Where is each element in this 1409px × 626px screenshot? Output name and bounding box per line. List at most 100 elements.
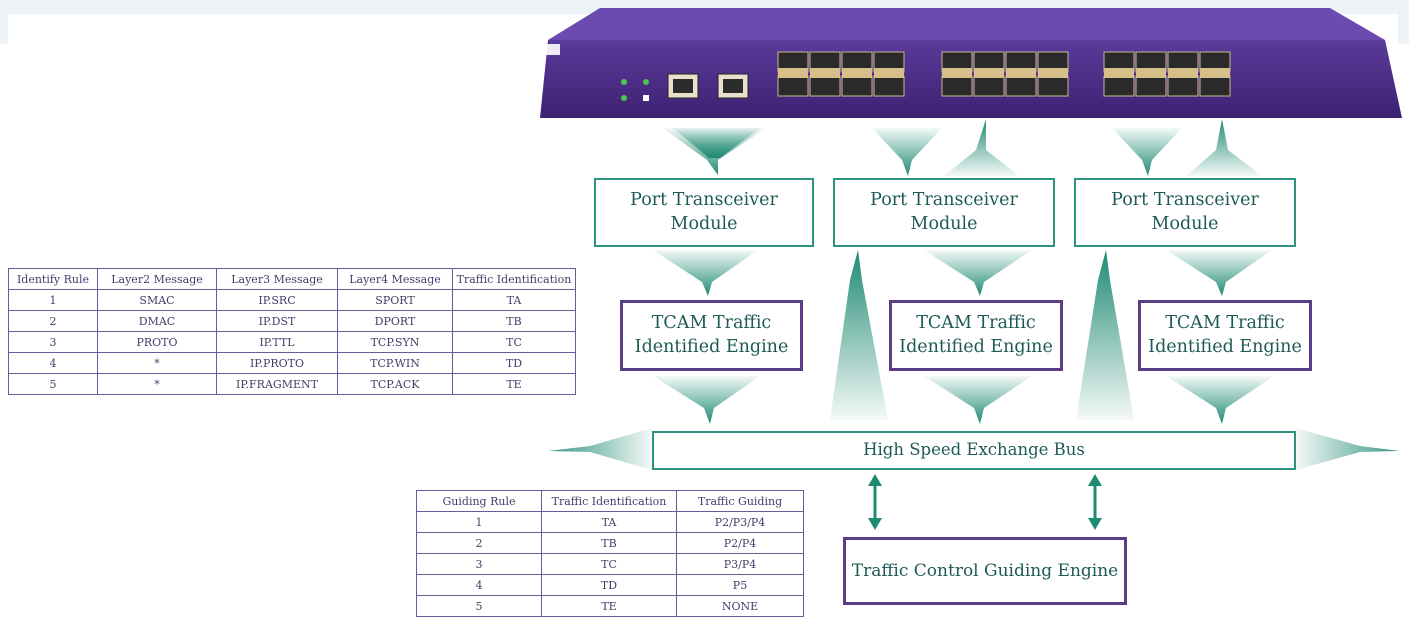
table-cell: NONE: [676, 595, 804, 617]
sfp-led-strip: [874, 68, 904, 78]
sfp-port-icon: [1135, 75, 1167, 97]
table-cell: 1: [416, 511, 542, 533]
table-cell: TCP.SYN: [337, 331, 453, 353]
tcam-line2: Identified Engine: [899, 336, 1053, 357]
sfp-led-strip: [842, 68, 872, 78]
sfp-port-icon: [873, 75, 905, 97]
sfp-led-strip: [1136, 68, 1166, 78]
port-transceiver-module-2: Port Transceiver Module: [833, 178, 1055, 247]
tcam-engine-2: TCAM Traffic Identified Engine: [889, 300, 1063, 371]
sfp-led-strip: [1200, 68, 1230, 78]
table-cell: TC: [452, 331, 576, 353]
sfp-port-icon: [809, 75, 841, 97]
sfp-port-icon: [777, 75, 809, 97]
led-icon: [621, 95, 627, 101]
table-header: Layer4 Message: [337, 268, 453, 290]
tcam-line2: Identified Engine: [634, 336, 789, 357]
tcam-engine-3: TCAM Traffic Identified Engine: [1138, 300, 1312, 371]
led-icon: [643, 95, 649, 101]
right-band: [1398, 14, 1409, 44]
table-cell: 5: [416, 595, 542, 617]
arrows: [548, 119, 1400, 530]
tcam-line1: TCAM Traffic: [916, 312, 1036, 333]
sfp-led-strip: [1006, 68, 1036, 78]
table-cell: IP.PROTO: [216, 352, 338, 374]
table-cell: 4: [416, 574, 542, 596]
table-cell: TA: [452, 289, 576, 311]
table-cell: 2: [416, 532, 542, 554]
table-cell: IP.SRC: [216, 289, 338, 311]
sfp-led-strip: [974, 68, 1004, 78]
table-cell: SPORT: [337, 289, 453, 311]
table-cell: DMAC: [97, 310, 217, 332]
table-cell: TC: [541, 553, 677, 575]
traffic-control-guiding-engine: Traffic Control Guiding Engine: [843, 537, 1127, 605]
tcam-engine-1: TCAM Traffic Identified Engine: [620, 300, 803, 371]
table-header-row: Guiding Rule Traffic Identification Traf…: [416, 490, 804, 512]
sfp-port-icon: [941, 75, 973, 97]
high-speed-exchange-bus: High Speed Exchange Bus: [652, 431, 1296, 470]
sfp-led-strip: [810, 68, 840, 78]
tcam-line1: TCAM Traffic: [1165, 312, 1285, 333]
table-cell: 3: [8, 331, 98, 353]
table-header: Guiding Rule: [416, 490, 542, 512]
module-label: Port Transceiver Module: [870, 189, 1018, 234]
table-cell: TCP.WIN: [337, 352, 453, 374]
sfp-led-strip: [1104, 68, 1134, 78]
table-cell: P3/P4: [676, 553, 804, 575]
table-cell: P2/P4: [676, 532, 804, 554]
table-cell: PROTO: [97, 331, 217, 353]
sfp-port-icon: [1037, 75, 1069, 97]
sfp-led-strip: [1038, 68, 1068, 78]
table-cell: 3: [416, 553, 542, 575]
table-cell: TB: [541, 532, 677, 554]
table-header: Layer2 Message: [97, 268, 217, 290]
sfp-port-icon: [1103, 75, 1135, 97]
table-header: Traffic Guiding: [676, 490, 804, 512]
led-icon: [643, 79, 649, 85]
table-cell: TD: [452, 352, 576, 374]
tcam-line2: Identified Engine: [1148, 336, 1302, 357]
device-panel: [540, 8, 1402, 118]
table-header: Traffic Identification: [541, 490, 677, 512]
control-engine-label: Traffic Control Guiding Engine: [851, 560, 1119, 581]
table-cell: 1: [8, 289, 98, 311]
table-cell: 5: [8, 373, 98, 395]
module-label: Port Transceiver Module: [630, 189, 778, 234]
table-header: Layer3 Message: [216, 268, 338, 290]
port-transceiver-module-1: Port Transceiver Module: [594, 178, 814, 247]
table-cell: 2: [8, 310, 98, 332]
port-transceiver-module-3: Port Transceiver Module: [1074, 178, 1296, 247]
sfp-port-icon: [1005, 75, 1037, 97]
table-cell: DPORT: [337, 310, 453, 332]
table-cell: IP.TTL: [216, 331, 338, 353]
table-cell: SMAC: [97, 289, 217, 311]
table-header: Traffic Identification: [452, 268, 576, 290]
sfp-port-icon: [841, 75, 873, 97]
sfp-port-icon: [1199, 75, 1231, 97]
table-cell: 4: [8, 352, 98, 374]
table-cell: P2/P3/P4: [676, 511, 804, 533]
guiding-rule-table: Guiding Rule Traffic Identification Traf…: [416, 490, 804, 617]
table-cell: IP.DST: [216, 310, 338, 332]
sfp-port-icon: [1167, 75, 1199, 97]
led-icon: [621, 79, 627, 85]
module-label: Port Transceiver Module: [1111, 189, 1259, 234]
table-cell: TE: [452, 373, 576, 395]
table-cell: *: [97, 352, 217, 374]
sfp-port-icon: [973, 75, 1005, 97]
left-band: [0, 14, 8, 44]
table-cell: TD: [541, 574, 677, 596]
table-header: Identify Rule: [8, 268, 98, 290]
table-header-row: Identify Rule Layer2 Message Layer3 Mess…: [8, 268, 576, 290]
